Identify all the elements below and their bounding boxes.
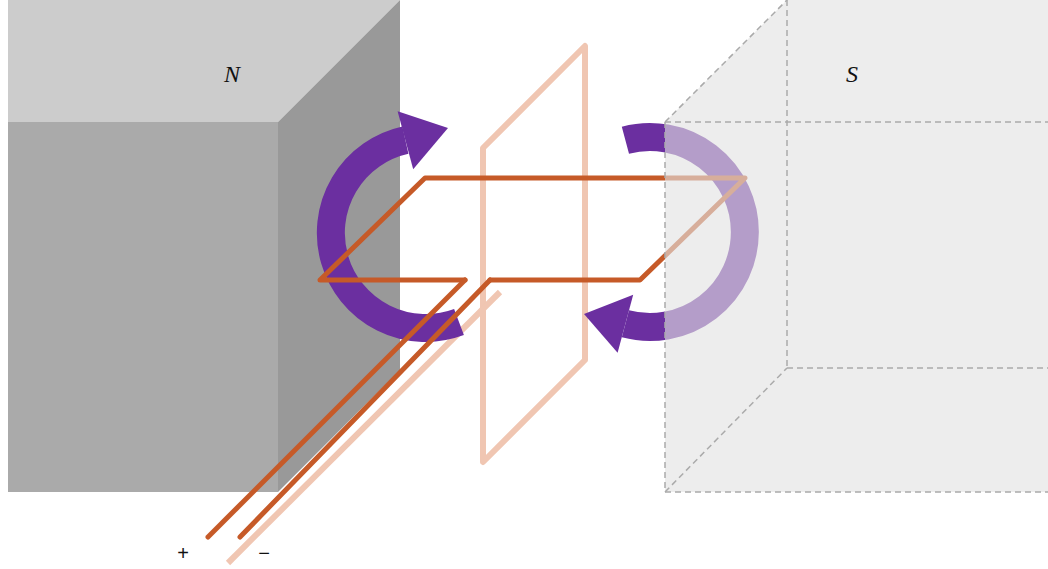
- terminal-label: −: [258, 543, 270, 563]
- loop-vertical-position: [228, 46, 585, 563]
- pole-label: N: [224, 62, 240, 86]
- south-magnet: [665, 0, 1048, 492]
- terminal-label: +: [177, 543, 189, 563]
- rotation-arrow-left: [331, 111, 459, 328]
- pole-label: S: [846, 62, 858, 86]
